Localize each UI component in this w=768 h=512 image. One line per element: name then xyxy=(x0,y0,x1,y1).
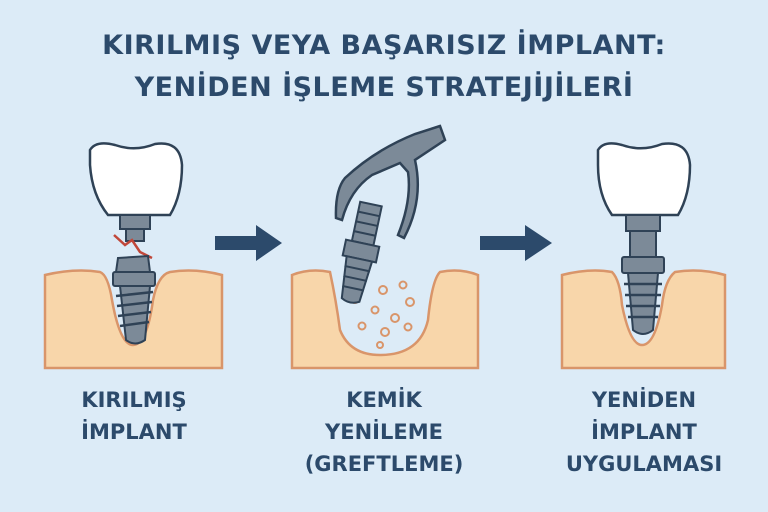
removed-implant-icon xyxy=(340,200,383,304)
title-line-1: KIRILMIŞ VEYA BAŞARISIZ İMPLANT: xyxy=(102,30,666,61)
step-1-line-1: KIRILMIŞ xyxy=(81,388,187,412)
crack-icon xyxy=(113,234,153,260)
forceps-icon xyxy=(334,124,447,240)
step-2-line-2: YENİLEME xyxy=(325,420,443,444)
step-3-line-3: UYGULAMASI xyxy=(565,452,723,476)
crown-icon xyxy=(88,142,184,217)
arrow-right-icon-2 xyxy=(480,225,552,261)
step-2-label: KEMİK YENİLEME (GREFTLEME) xyxy=(274,384,494,480)
step-1-line-2: İMPLANT xyxy=(81,420,187,444)
step-2-line-1: KEMİK xyxy=(346,388,422,412)
bone-graft-illustration xyxy=(290,124,480,370)
arrow-right-icon-1 xyxy=(215,225,282,261)
step-1-label: KIRILMIŞ İMPLANT xyxy=(24,384,244,448)
new-implant-illustration xyxy=(560,142,727,370)
title-line-2: YENİDEN İŞLEME STRATEJİJİLERİ xyxy=(134,72,634,103)
broken-implant-illustration xyxy=(43,142,224,370)
crown-icon xyxy=(596,142,692,217)
step-3-label: YENİDEN İMPLANT UYGULAMASI xyxy=(534,384,754,480)
step-2-line-3: (GREFTLEME) xyxy=(304,452,464,476)
step-3-line-2: İMPLANT xyxy=(591,420,697,444)
step-3-line-1: YENİDEN xyxy=(591,388,697,412)
implant-screw-icon xyxy=(626,272,660,335)
